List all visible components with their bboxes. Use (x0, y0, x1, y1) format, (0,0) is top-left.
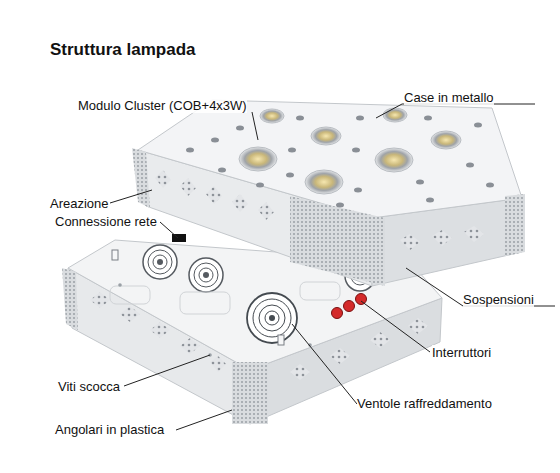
part-label: Areazione (50, 196, 109, 211)
leader-line (110, 104, 555, 430)
part-label: Case in metallo (404, 90, 494, 105)
part-label: Angolari in plastica (55, 422, 164, 437)
cob-module (239, 108, 461, 194)
lamp-top (138, 100, 522, 218)
part-label: Connessione rete (55, 214, 157, 229)
plastic-corner (505, 194, 525, 256)
plastic-corner (232, 362, 268, 424)
diagram-title: Struttura lampada (50, 40, 195, 60)
led-chip (186, 116, 494, 208)
vent-holes (90, 292, 428, 380)
plastic-corner (132, 148, 150, 208)
panel-outline (110, 282, 340, 314)
part-label: Interruttori (432, 345, 491, 360)
part-label: Sospensioni (463, 292, 534, 307)
part-label: Ventole raffreddamento (357, 396, 492, 411)
screw (118, 273, 392, 357)
vent-holes (155, 170, 484, 250)
upper-lamp (132, 100, 525, 286)
part-label: Viti scocca (58, 379, 120, 394)
plastic-corner (290, 196, 385, 286)
part-label: Modulo Cluster (COB+4x3W) (78, 98, 247, 113)
plastic-corner (62, 268, 78, 330)
switch-symbol (332, 294, 367, 319)
